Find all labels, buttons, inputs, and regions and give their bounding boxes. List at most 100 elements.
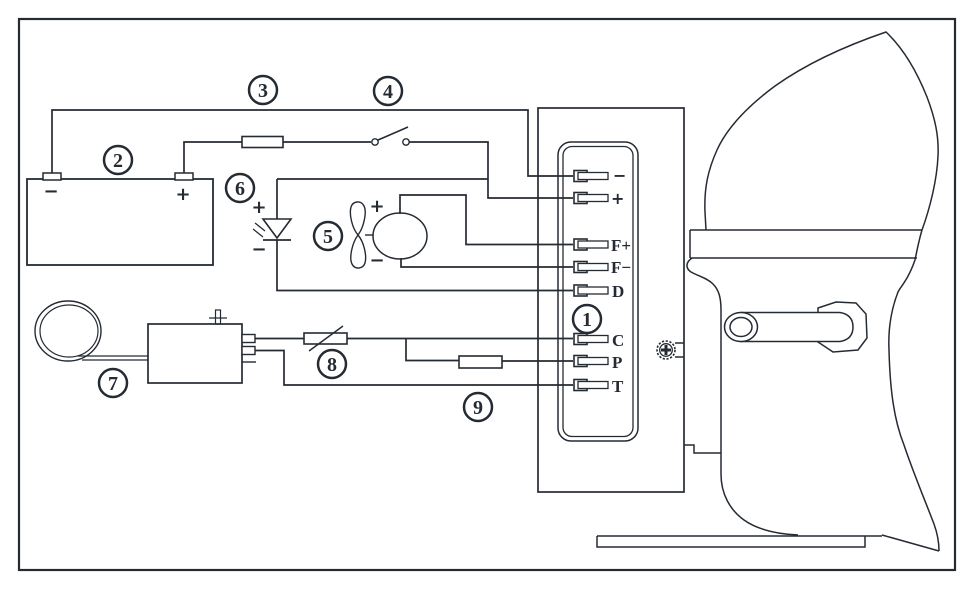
fan-motor-body [372, 212, 428, 260]
wiring [51, 109, 573, 386]
callout-3: 3 [247, 74, 279, 106]
capillary-tube [78, 355, 148, 361]
terminal-t-blade [577, 380, 609, 390]
terminal-strip-inner [562, 145, 634, 438]
led-emission-ticks-icon [252, 222, 266, 238]
battery: − + [26, 172, 214, 266]
ground-screw-rim [656, 340, 676, 360]
compressor-pipe-tube [740, 311, 854, 343]
terminal-d-label: D [612, 282, 624, 301]
switch-contact-right [402, 138, 410, 146]
terminal-minus: − [573, 166, 626, 185]
compressor-dome [704, 31, 939, 231]
callouts: 1 2 3 4 5 6 7 8 [97, 74, 603, 423]
capillary-coil-outer [34, 300, 102, 362]
battery-body [26, 178, 214, 266]
fan-plus-label: + [369, 196, 384, 217]
callout-2-number: 2 [113, 150, 123, 172]
control-unit [537, 107, 685, 493]
thermostat [34, 300, 256, 384]
terminal-f-plus-blade [577, 240, 609, 249]
ground-screw-cross-icon [661, 345, 671, 355]
thermostat-stem [214, 309, 222, 325]
terminal-d-blade [577, 286, 609, 295]
callout-9-number: 9 [473, 397, 483, 419]
terminal-f-plus-label: F+ [611, 236, 631, 255]
wire-led-to-d [276, 179, 573, 292]
terminal-p: P [573, 353, 622, 372]
terminal-f-minus-label: F− [611, 258, 631, 277]
callout-4-number: 4 [383, 81, 393, 103]
terminal-c-label: C [612, 331, 624, 350]
callout-6: 6 [224, 172, 256, 204]
terminal-f-minus: F− [573, 258, 631, 277]
thermistor-slash-icon [308, 325, 344, 352]
control-unit-housing [537, 107, 685, 493]
callout-7: 7 [97, 367, 129, 399]
callout-8: 8 [316, 348, 348, 380]
ground-screw-head [659, 343, 673, 357]
capillary-coil-inner [39, 304, 99, 358]
thermostat-body [147, 323, 243, 384]
resistor-body [458, 355, 503, 369]
terminal-plus: + [573, 189, 624, 208]
terminal-minus-label: − [613, 166, 626, 185]
battery-terminal-positive [174, 172, 194, 181]
callout-2: 2 [102, 144, 134, 176]
wire-fan-negative [400, 258, 573, 268]
terminal-p-blade [577, 356, 609, 366]
thermistor [303, 325, 348, 352]
led-plus-label: + [251, 197, 266, 218]
compressor-pipe-end-inner [729, 316, 753, 338]
thermostat-tab-2 [241, 345, 256, 356]
callout-9: 9 [462, 391, 494, 423]
terminal-minus-blade [577, 171, 609, 181]
compressor-base-plate [596, 534, 940, 552]
compressor-left-edge [686, 257, 799, 536]
terminal-plus-label: + [611, 189, 624, 208]
terminal-t-label: T [612, 377, 624, 396]
callout-4: 4 [372, 75, 404, 107]
callout-3-number: 3 [258, 80, 268, 102]
compressor-right-edge [888, 229, 940, 552]
compressor-plate-top [689, 229, 922, 259]
callout-1-number: 1 [582, 309, 592, 331]
terminal-f-plus: F+ [573, 236, 631, 255]
led-minus-label: − [251, 239, 266, 260]
terminal-plus-blade [577, 193, 609, 203]
wire-battery-negative [51, 109, 573, 177]
fuse [241, 135, 284, 149]
terminal-block: − + F+ F− D C P [573, 166, 631, 396]
terminal-c-blade [577, 334, 609, 344]
terminal-d: D [573, 282, 624, 301]
callout-8-number: 8 [327, 354, 337, 376]
terminal-strip-outer [557, 141, 639, 442]
compressor [596, 31, 940, 552]
callout-7-number: 7 [108, 373, 118, 395]
callout-1: 1 [571, 303, 603, 335]
fan-motor: + − [349, 196, 428, 271]
compressor-step-notch [684, 444, 721, 454]
wire-fan-positive [399, 194, 573, 246]
terminal-p-label: P [612, 353, 622, 372]
thermostat-tab-1 [241, 333, 256, 344]
terminal-f-minus-blade [577, 262, 609, 272]
ground-screw-tab [675, 342, 684, 358]
battery-plus-label: + [175, 184, 190, 205]
switch-blade [377, 126, 409, 141]
switch-contact-left [371, 138, 379, 146]
callout-5: 5 [312, 220, 344, 252]
terminal-t: T [573, 377, 624, 396]
battery-minus-label: − [43, 181, 58, 202]
wire-thermostat-c [255, 337, 573, 362]
led-triangle-icon [261, 218, 293, 240]
callout-6-number: 6 [235, 178, 245, 200]
diagram-border [17, 17, 957, 572]
terminal-c: C [573, 331, 624, 350]
battery-terminal-negative [42, 172, 62, 181]
indicator-led: + − [251, 197, 293, 260]
ground-screw [656, 340, 684, 360]
wire-thermostat-t [255, 349, 573, 386]
